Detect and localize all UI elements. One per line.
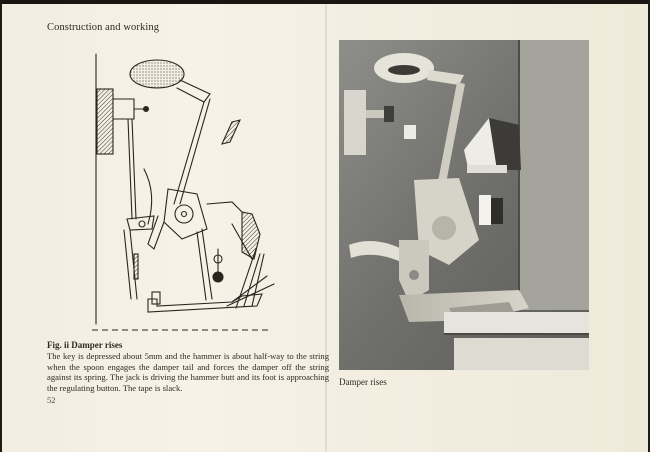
running-head: Construction and working — [47, 22, 160, 33]
page-number: 52 — [47, 395, 56, 405]
figure-caption: Fig. ii Damper rises The key is depresse… — [47, 340, 329, 393]
photo-caption: Damper rises — [339, 377, 387, 387]
book-spine — [325, 4, 327, 452]
figure-description: The key is depressed about 5mm and the h… — [47, 351, 329, 393]
figure-title: Fig. ii Damper rises — [47, 340, 123, 350]
damper-action-diagram — [92, 53, 275, 331]
damper-action-photo — [339, 40, 589, 370]
